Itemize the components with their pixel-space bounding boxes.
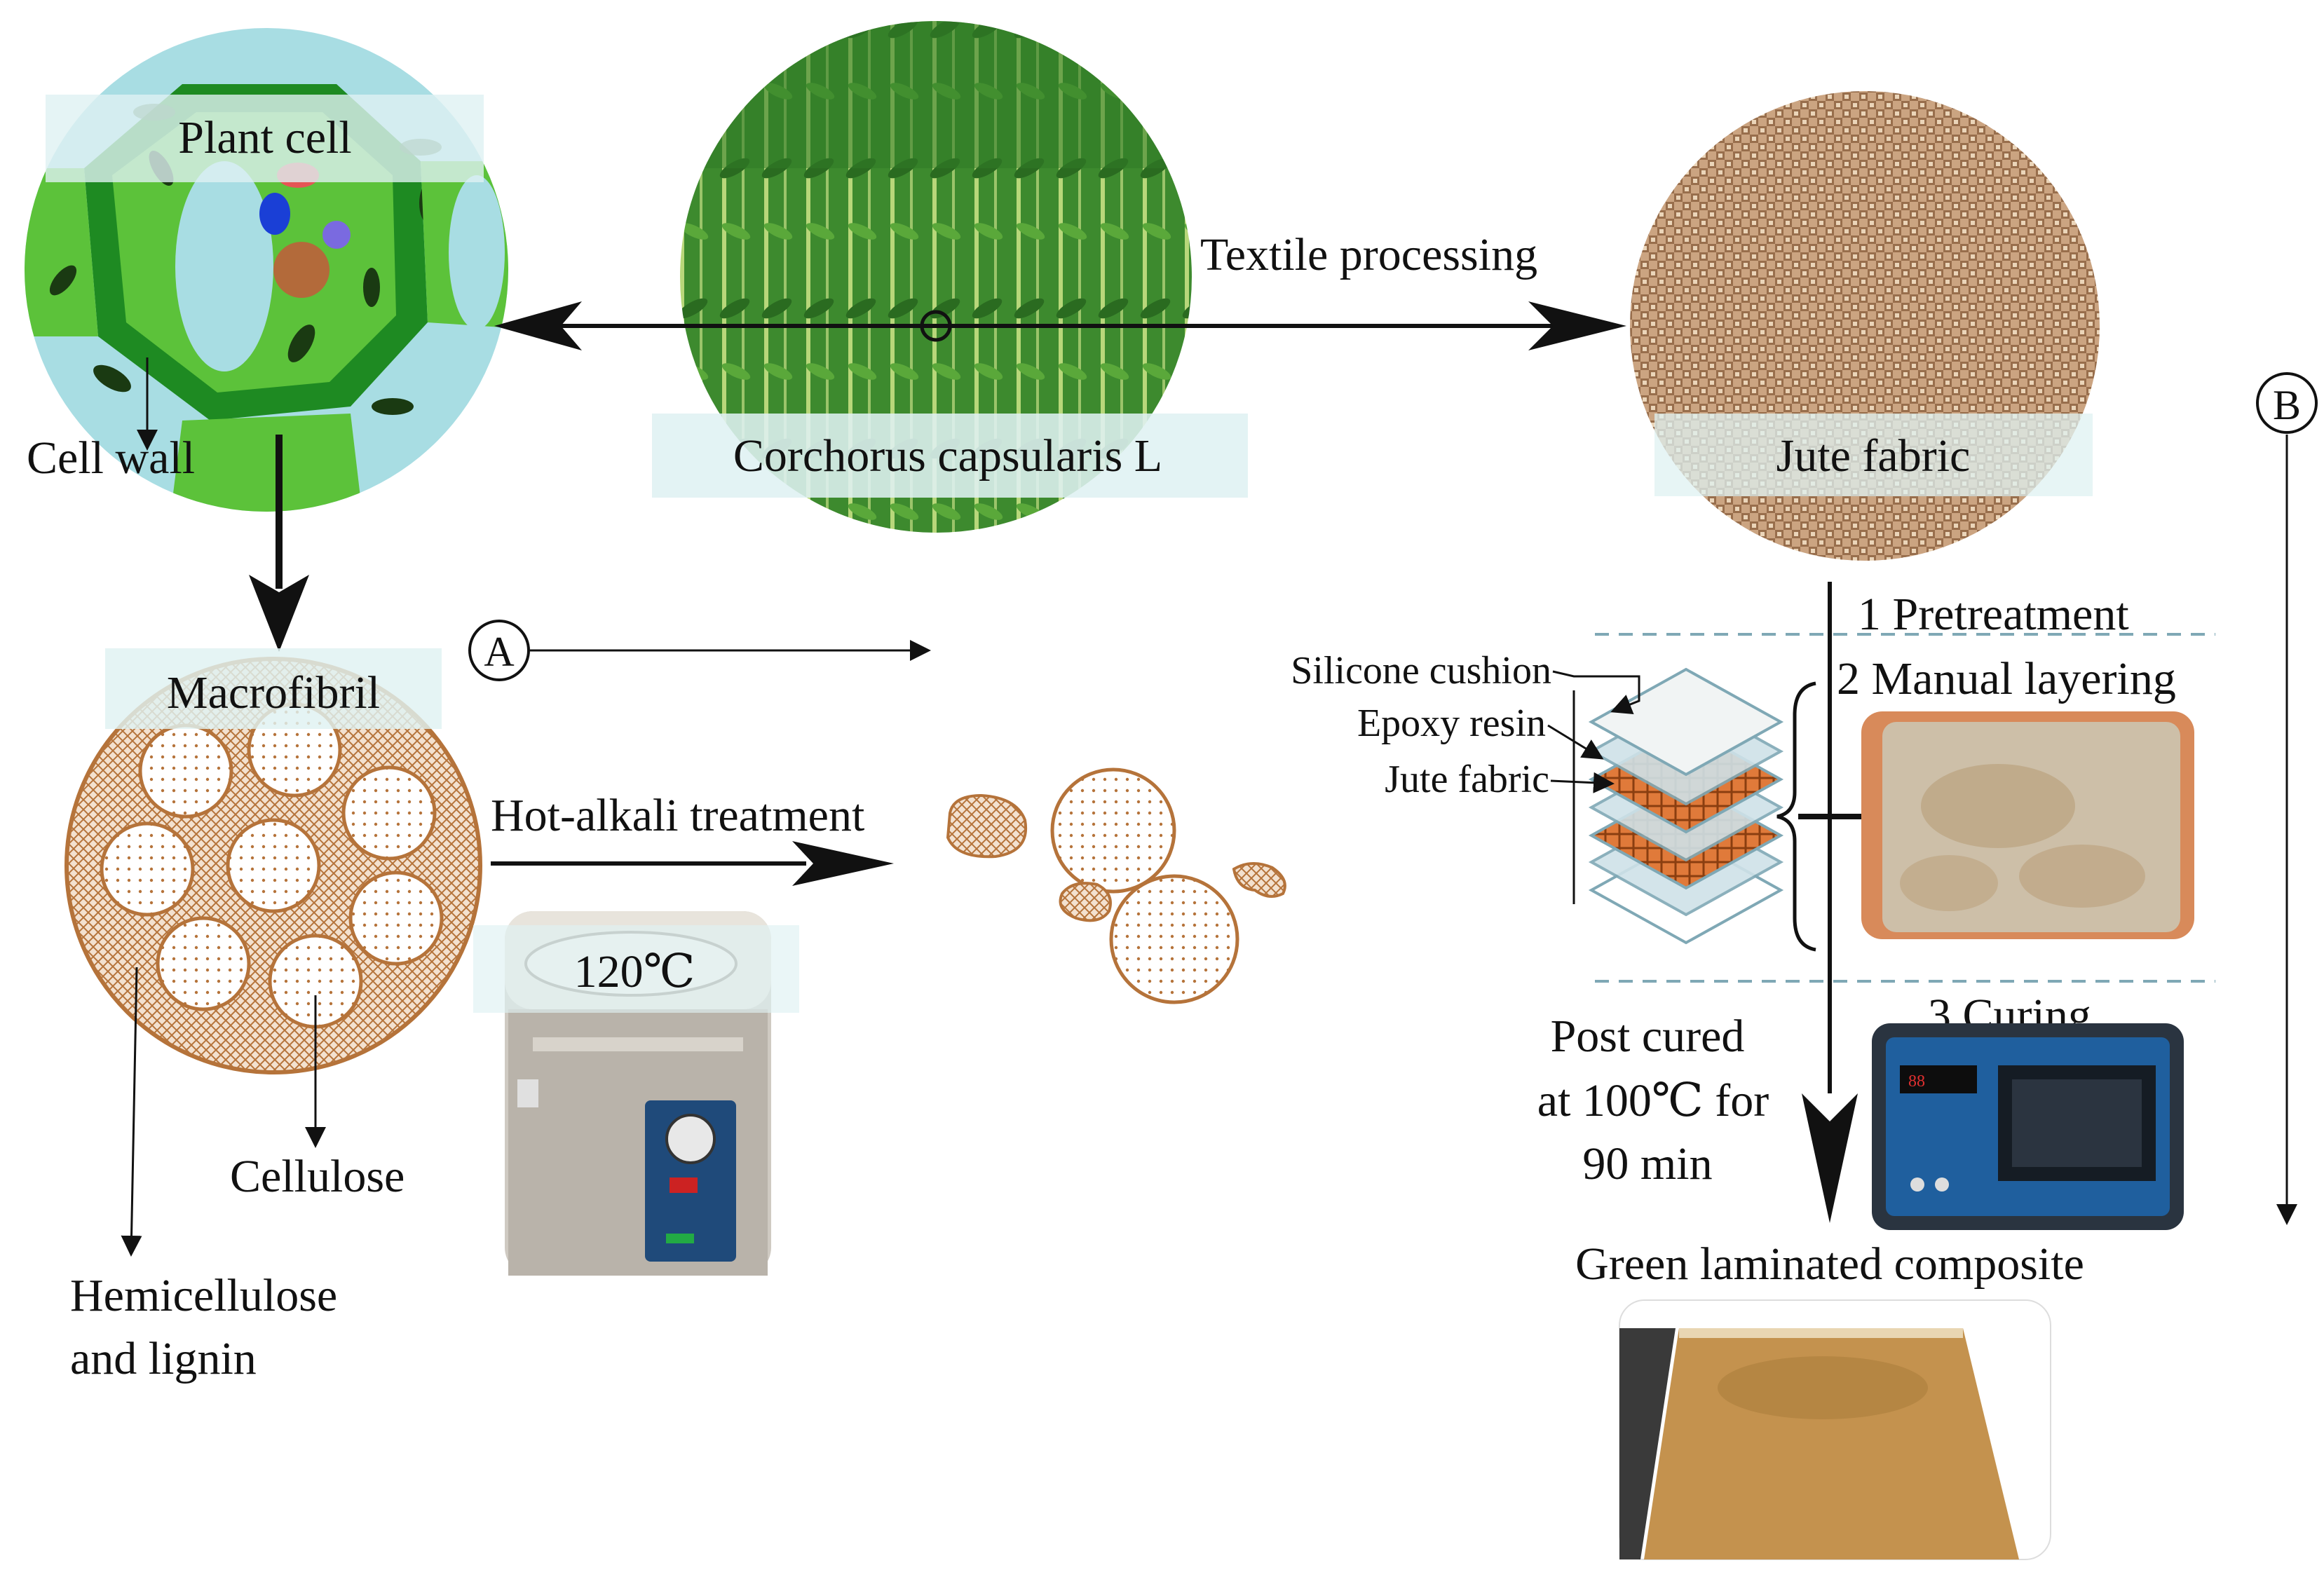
marker-a-circle (468, 620, 530, 681)
marker-b-circle (2256, 372, 2318, 434)
hot-alkali-arrow (491, 841, 894, 886)
step1-label: 1 Pretreatment (1858, 589, 2129, 640)
cell-to-macrofibril-head (249, 575, 309, 652)
macrofibril-label-bg (105, 648, 442, 729)
hemicellulose-label-line2: and lignin (70, 1333, 257, 1384)
textile-processing-label: Textile processing (1200, 229, 1537, 280)
temp-120-label: 120℃ (574, 946, 695, 997)
macrofibril-label: Macrofibril (167, 667, 380, 718)
plant-to-fabric-arrow (936, 301, 1626, 350)
jute-layer-pointer (1550, 772, 1615, 793)
plant-cell-label-bg (46, 95, 484, 182)
cell-wall-label: Cell wall (27, 432, 195, 484)
marker-a: A (484, 629, 514, 675)
plant-to-cell-arrow (494, 301, 936, 350)
post-cured-line1: Post cured (1551, 1011, 1745, 1062)
post-cured-line3: 90 min (1582, 1138, 1712, 1189)
hemicellulose-label-line1: Hemicellulose (70, 1270, 337, 1321)
jute-fabric-label-bg (1654, 414, 2093, 496)
hemicellulose-pointer (121, 967, 142, 1257)
step2-label: 2 Manual layering (1837, 653, 2176, 704)
green-composite-label: Green laminated composite (1575, 1238, 2084, 1290)
silicone-cushion-label: Silicone cushion (1291, 649, 1551, 692)
branch-node (920, 310, 952, 342)
epoxy-resin-label: Epoxy resin (1357, 702, 1546, 745)
temp-label-bg (473, 925, 799, 1013)
main-process-arrow (1802, 1093, 1858, 1223)
hot-alkali-label: Hot-alkali treatment (491, 790, 864, 841)
silicone-pointer (1552, 670, 1640, 715)
jute-fabric-photo (1630, 91, 2100, 561)
separated-fibrils (946, 767, 1286, 1004)
corchorus-label-bg (652, 414, 1248, 498)
epoxy-pointer (1547, 724, 1604, 760)
jute-fabric-layer-label: Jute fabric (1385, 758, 1549, 801)
layer-brace (1776, 681, 1816, 952)
svg-text:88: 88 (1908, 1072, 1925, 1091)
layer-stack (1572, 667, 1784, 945)
corchorus-label: Corchorus capsularis L (733, 430, 1162, 482)
post-cured-line2: at 100℃ for (1537, 1075, 1769, 1126)
oven-photo: 88 (1872, 1023, 2184, 1230)
plant-cell-label: Plant cell (178, 112, 351, 163)
laminate-photo (1619, 1299, 2051, 1560)
jute-fabric-photo-label: Jute fabric (1776, 430, 1971, 482)
cellulose-label: Cellulose (230, 1151, 405, 1202)
layup-photo (1861, 711, 2194, 939)
marker-b: B (2273, 382, 2301, 428)
